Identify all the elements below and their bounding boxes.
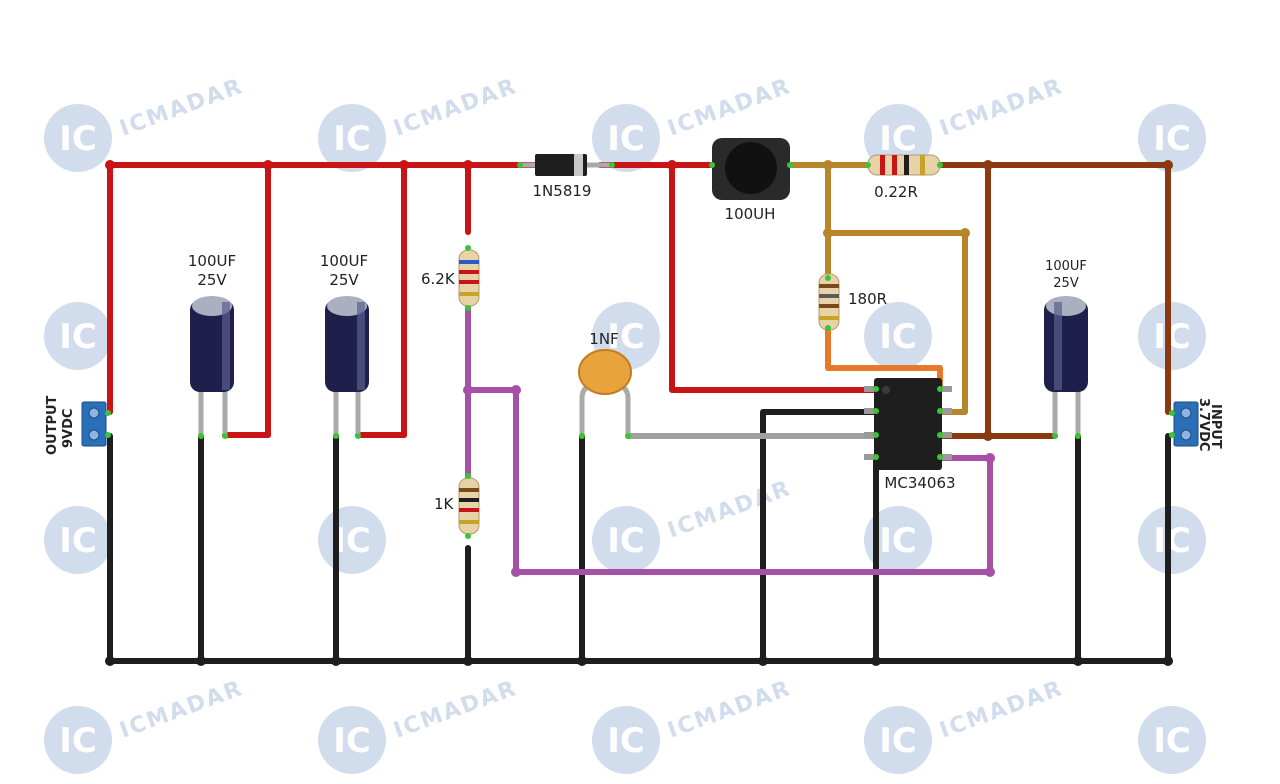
- watermark-logo: IC: [1153, 119, 1191, 159]
- cap-voltage-label: 25V: [197, 271, 227, 289]
- watermark: IC: [1138, 706, 1206, 774]
- watermark: IC: [44, 302, 112, 370]
- electrolytic-capacitor: 100UF 25V: [1044, 259, 1088, 436]
- watermark: IC ICMADAR: [44, 74, 247, 172]
- watermark-brand: ICMADAR: [665, 476, 795, 544]
- watermark-brand: ICMADAR: [391, 74, 521, 142]
- output-terminal-block: OUTPUT 9VDC: [45, 395, 107, 455]
- watermark-brand: ICMADAR: [117, 676, 247, 744]
- watermark: IC: [318, 506, 386, 574]
- watermark: IC ICMADAR: [44, 676, 247, 774]
- watermark-logo: IC: [59, 317, 97, 357]
- watermark-logo: IC: [1153, 721, 1191, 761]
- watermark-logo: IC: [333, 119, 371, 159]
- cap-voltage-label: 25V: [1053, 276, 1079, 291]
- watermark-brand: ICMADAR: [665, 676, 795, 744]
- resistor: 180R: [818, 273, 887, 331]
- wires: [107, 162, 1171, 664]
- watermark-logo: IC: [607, 521, 645, 561]
- cap-value-label: 100UF: [1045, 259, 1087, 274]
- watermark: IC: [1138, 506, 1206, 574]
- watermark-logo: IC: [879, 521, 917, 561]
- output-label: OUTPUT: [45, 395, 60, 455]
- watermark-logo: IC: [1153, 317, 1191, 357]
- input-label: INPUT: [1208, 404, 1223, 449]
- watermark-logo: IC: [879, 119, 917, 159]
- resistor-label: 0.22R: [874, 183, 918, 201]
- ic-label: MC34063: [884, 474, 955, 492]
- input-terminal-block: INPUT 3.7VDC: [1173, 398, 1223, 451]
- watermark-brand: ICMADAR: [937, 676, 1067, 744]
- cap-value-label: 100UF: [320, 252, 368, 270]
- electrolytic-capacitor: 100UF 25V: [188, 252, 236, 436]
- watermark-logo: IC: [607, 721, 645, 761]
- watermark-brand: ICMADAR: [937, 74, 1067, 142]
- purple-wire: [465, 387, 993, 575]
- electrolytic-capacitor: 100UF 25V: [320, 252, 369, 436]
- watermark: IC: [44, 506, 112, 574]
- inductor-label: 100UH: [725, 205, 776, 223]
- watermark: IC ICMADAR: [864, 676, 1067, 774]
- watermark: IC ICMADAR: [318, 676, 521, 774]
- input-voltage-label: 3.7VDC: [1196, 398, 1211, 451]
- watermark-logo: IC: [1153, 521, 1191, 561]
- ceramic-capacitor: 1NF: [578, 330, 632, 436]
- schottky-diode: 1N5819: [520, 154, 612, 200]
- watermark: IC: [1138, 104, 1206, 172]
- cap-voltage-label: 25V: [329, 271, 359, 289]
- output-voltage-label: 9VDC: [61, 409, 76, 448]
- resistor-label: 6.2K: [421, 270, 456, 288]
- black-wire: [760, 409, 879, 664]
- watermark-brand: ICMADAR: [391, 676, 521, 744]
- resistor: 1K: [434, 477, 480, 535]
- capacitor-label: 1NF: [589, 330, 618, 348]
- watermark-logo: IC: [333, 521, 371, 561]
- black-wire-net: [107, 409, 1171, 664]
- olive-wire: [825, 230, 968, 415]
- watermark-logo: IC: [879, 317, 917, 357]
- watermark-logo: IC: [333, 721, 371, 761]
- watermark-logo: IC: [59, 521, 97, 561]
- watermark-logo: IC: [879, 721, 917, 761]
- watermark: IC ICMADAR: [318, 74, 521, 172]
- junction-dots: [105, 160, 1175, 666]
- resistor: 0.22R: [867, 154, 941, 201]
- watermark-brand: ICMADAR: [117, 74, 247, 142]
- watermark-logo: IC: [59, 721, 97, 761]
- watermark: IC: [864, 506, 932, 574]
- watermark: IC: [864, 302, 932, 370]
- watermark-logo: IC: [607, 119, 645, 159]
- cap-value-label: 100UF: [188, 252, 236, 270]
- inductor: 100UH: [712, 138, 790, 223]
- diode-label: 1N5819: [533, 182, 592, 200]
- watermark-brand: ICMADAR: [665, 74, 795, 142]
- red-wire: [669, 162, 879, 393]
- watermark-logo: IC: [59, 119, 97, 159]
- watermark: IC: [1138, 302, 1206, 370]
- resistor-label: 180R: [848, 290, 887, 308]
- resistor: 6.2K: [421, 249, 480, 307]
- watermark-layer: IC ICMADAR IC ICMADAR IC ICMADAR IC ICMA…: [44, 74, 1206, 774]
- ic-chip: MC34063: [864, 378, 956, 492]
- watermark: IC ICMADAR: [592, 676, 795, 774]
- resistor-label: 1K: [434, 495, 455, 513]
- orange-wire: [825, 325, 943, 391]
